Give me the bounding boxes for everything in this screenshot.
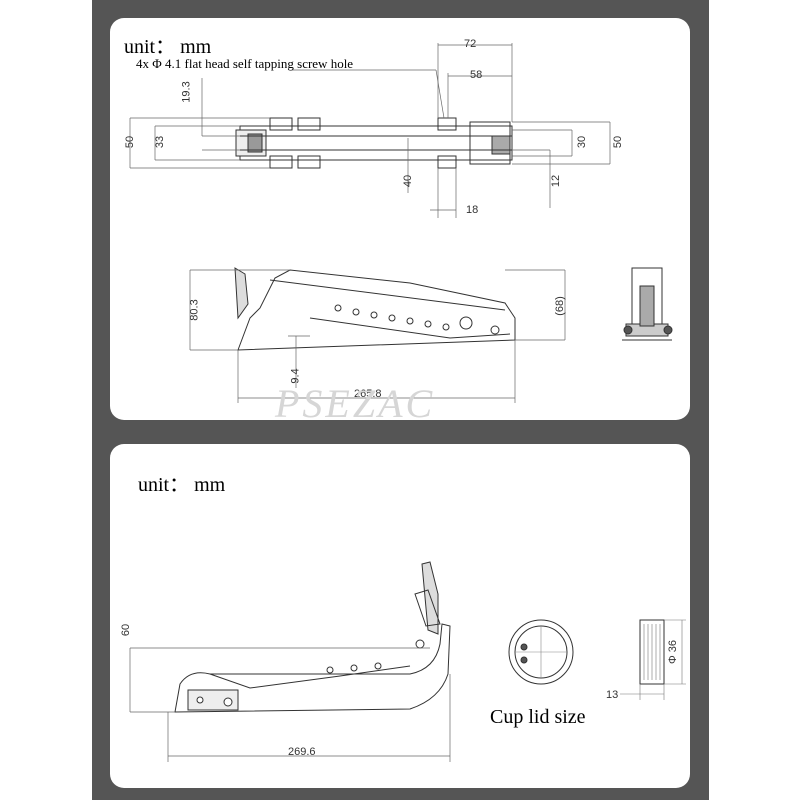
cup-lid-size-label: Cup lid size bbox=[490, 706, 586, 728]
dim-33: 33 bbox=[154, 135, 167, 149]
top-technical-drawing bbox=[129, 43, 673, 403]
dim-18: 18 bbox=[466, 204, 479, 216]
dim-13: 13 bbox=[606, 689, 619, 701]
screw-hole-note: 4x Φ 4.1 flat head self tapping screw ho… bbox=[136, 56, 354, 71]
open-hinge-body bbox=[174, 623, 451, 713]
top-unit-label: unit： mm bbox=[124, 36, 212, 58]
dim-68: (68) bbox=[553, 296, 566, 316]
dim-72: 72 bbox=[464, 38, 477, 50]
dim-19-3: 19.3 bbox=[180, 81, 193, 103]
cup-lid-front-view bbox=[508, 619, 574, 685]
top-view-body bbox=[239, 125, 513, 161]
dim-269-6: 269.6 bbox=[288, 746, 316, 758]
dim-80-3: 80.3 bbox=[188, 299, 201, 321]
dim-12: 12 bbox=[550, 174, 563, 188]
bottom-technical-drawing bbox=[129, 561, 686, 762]
dim-265-8: 265.8 bbox=[354, 388, 382, 400]
dim-40: 40 bbox=[402, 174, 415, 188]
dim-58: 58 bbox=[470, 69, 483, 81]
side-view-body bbox=[237, 269, 516, 351]
top-drawing-panel: unit： mm 4x Φ 4.1 flat head self tapping… bbox=[110, 18, 690, 426]
dim-30: 30 bbox=[576, 135, 589, 149]
bottom-drawing-panel: unit： mm 60 269.6 Φ 36 13 Cup lid size bbox=[110, 444, 690, 788]
bottom-unit-label: unit： mm bbox=[138, 474, 226, 496]
dim-60: 60 bbox=[120, 623, 133, 637]
dim-50-left: 50 bbox=[124, 135, 137, 149]
watermark: PSEZAC bbox=[275, 381, 436, 426]
dim-50-right: 50 bbox=[612, 135, 625, 149]
dim-phi-36: Φ 36 bbox=[667, 639, 680, 665]
cup-lid-side-view bbox=[639, 619, 665, 685]
